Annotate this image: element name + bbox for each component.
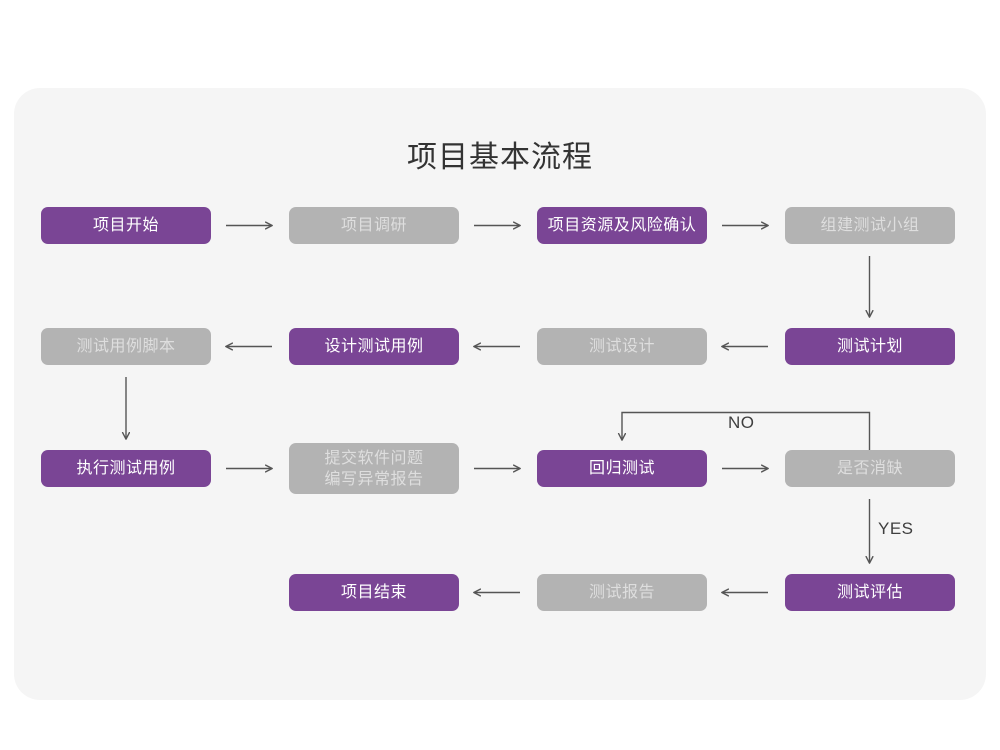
node-project-start[interactable]: 项目开始 [41, 207, 211, 244]
node-build-test-team[interactable]: 组建测试小组 [785, 207, 955, 244]
node-test-evaluation[interactable]: 测试评估 [785, 574, 955, 611]
node-project-end[interactable]: 项目结束 [289, 574, 459, 611]
node-submit-issue-report[interactable]: 提交软件问题 编写异常报告 [289, 443, 459, 494]
node-defect-cleared-decision[interactable]: 是否消缺 [785, 450, 955, 487]
edge-label-no: NO [728, 413, 755, 432]
node-project-research[interactable]: 项目调研 [289, 207, 459, 244]
node-test-report[interactable]: 测试报告 [537, 574, 707, 611]
node-test-design[interactable]: 测试设计 [537, 328, 707, 365]
node-regression-test[interactable]: 回归测试 [537, 450, 707, 487]
node-design-test-case[interactable]: 设计测试用例 [289, 328, 459, 365]
node-test-case-script[interactable]: 测试用例脚本 [41, 328, 211, 365]
node-test-plan[interactable]: 测试计划 [785, 328, 955, 365]
page-title: 项目基本流程 [407, 141, 593, 174]
node-resource-risk-confirm[interactable]: 项目资源及风险确认 [537, 207, 707, 244]
edge-label-yes: YES [878, 519, 914, 538]
node-execute-test-case[interactable]: 执行测试用例 [41, 450, 211, 487]
